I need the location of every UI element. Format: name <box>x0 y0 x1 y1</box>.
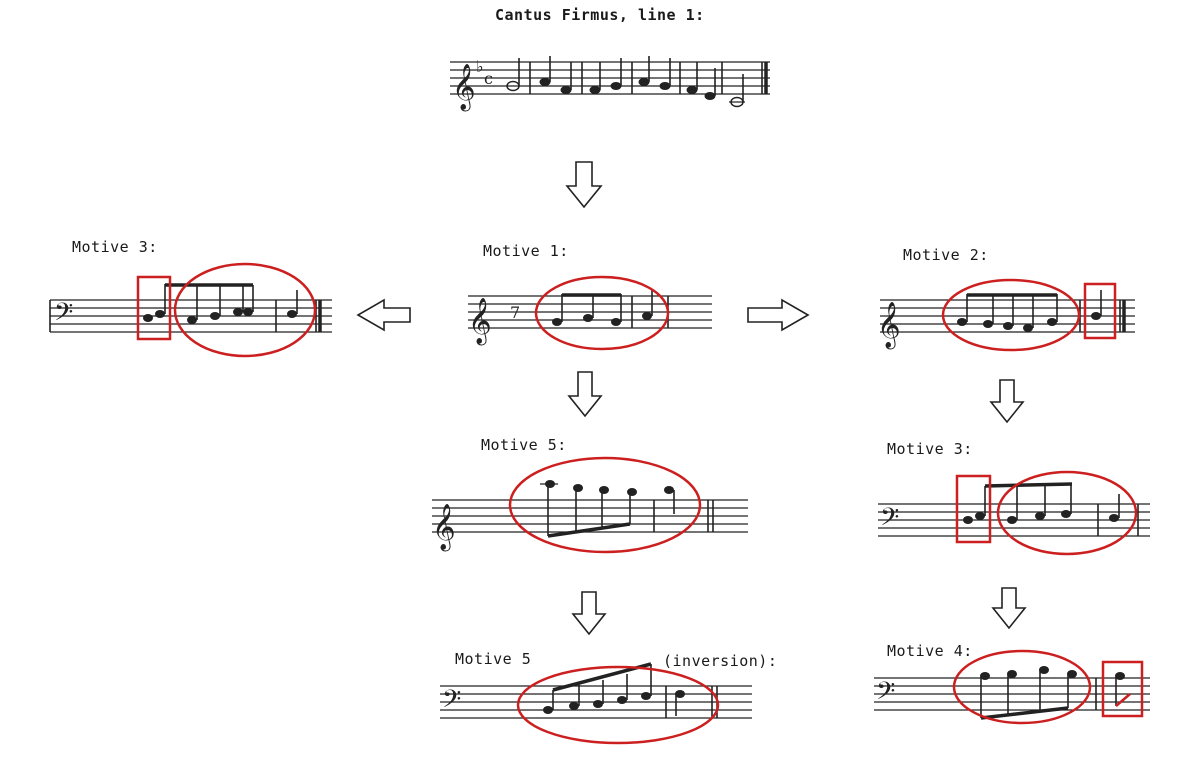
highlight-ellipse <box>173 262 317 358</box>
motive-4-staff: 𝄢 <box>874 649 1150 725</box>
diagram-title: Cantus Firmus, line 1: <box>495 6 705 24</box>
bass-clef-icon: 𝄢 <box>54 298 73 333</box>
label-motive-4: Motive 4: <box>887 642 973 660</box>
treble-clef-icon: 𝄞 <box>468 298 492 346</box>
arrow-down-icon <box>565 161 603 209</box>
label-motive-5-inversion: Motive 5 <box>455 650 532 668</box>
highlight-ellipse <box>516 665 720 745</box>
highlight-ellipse <box>952 649 1092 725</box>
highlight-ellipse <box>534 275 670 351</box>
label-motive-2: Motive 2: <box>903 246 989 264</box>
highlight-box <box>1083 282 1117 340</box>
motive-5-staff: 𝄞 <box>432 456 748 554</box>
arrow-left-icon <box>356 298 411 332</box>
flat-icon: ♭ <box>476 57 484 76</box>
highlight-box <box>136 275 172 341</box>
label-motive-5: Motive 5: <box>481 436 567 454</box>
highlight-box <box>1101 660 1144 718</box>
label-inversion: (inversion): <box>663 652 778 670</box>
bass-clef-icon: 𝄢 <box>880 503 899 538</box>
highlight-ellipse <box>508 456 702 554</box>
arrow-right-icon <box>747 298 810 332</box>
common-time-icon: c <box>484 69 493 88</box>
highlight-box <box>955 474 992 544</box>
highlight-ellipse <box>941 278 1081 352</box>
arrow-down-icon <box>991 587 1027 630</box>
eighth-rest-icon: 7 <box>510 303 520 322</box>
treble-clef-icon: 𝄞 <box>432 504 456 552</box>
label-motive-3-right: Motive 3: <box>887 440 973 458</box>
treble-clef-icon: 𝄞 <box>452 64 476 112</box>
arrow-down-icon <box>567 371 603 418</box>
bass-clef-icon: 𝄢 <box>442 685 461 720</box>
motive-2-staff: 𝄞 <box>877 278 1135 352</box>
arrow-down-icon <box>571 591 607 636</box>
motive-3-left-staff: 𝄢 <box>49 262 332 358</box>
bass-clef-icon: 𝄢 <box>876 677 895 712</box>
treble-clef-icon: 𝄞 <box>877 302 901 350</box>
cantus-firmus-staff: 𝄞 ♭ c <box>450 56 770 112</box>
arrow-down-icon <box>989 379 1025 424</box>
highlight-ellipse <box>996 470 1138 556</box>
label-motive-3-left: Motive 3: <box>72 238 158 256</box>
motive-5-inversion-staff: 𝄢 <box>440 662 752 745</box>
motive-1-staff: 𝄞 7 <box>468 275 712 351</box>
motive-3-right-staff: 𝄢 <box>878 470 1150 556</box>
label-motive-1: Motive 1: <box>483 242 569 260</box>
